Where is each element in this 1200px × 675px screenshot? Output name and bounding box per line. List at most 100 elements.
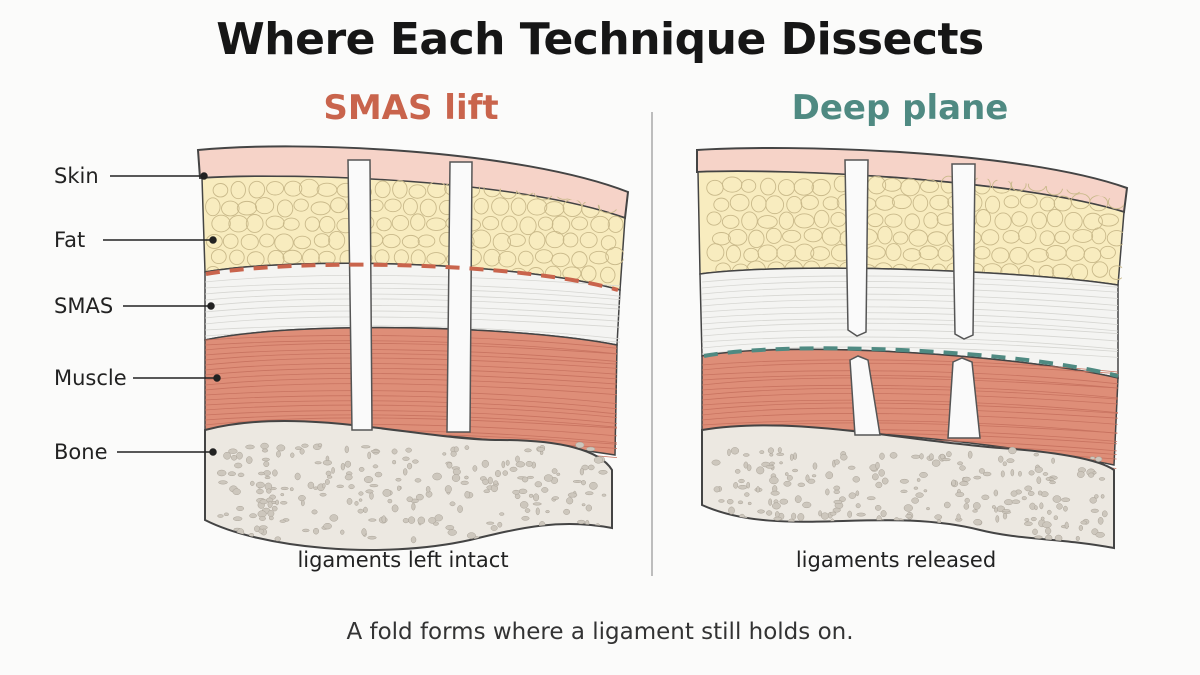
bone-pore [1027,490,1035,496]
bone-pore [280,493,285,497]
bone-pore [541,487,549,493]
bone-pore [497,521,503,528]
fat-cell [240,233,259,251]
bone-pore [532,502,542,506]
bone-pore [916,478,921,482]
bone-pore [322,483,326,489]
bone-pore [472,465,478,472]
bone-pore [922,526,928,530]
bone-pore [415,493,424,501]
bone-pore [490,525,498,531]
bone-pore [819,536,829,541]
bone-pore [289,487,294,492]
fat-cell [729,193,750,212]
bone-pore [833,499,843,505]
bone-pore [832,507,841,513]
bone-pore [915,492,924,498]
bone-pore [794,495,802,503]
bone-pore [808,522,814,528]
fat-cell [205,233,223,249]
bone-pore [919,530,928,537]
bone-pore [1087,472,1095,478]
bone-pore [299,448,305,455]
bone-pore [756,466,765,475]
bone-pore [525,530,531,538]
fat-cell [537,216,554,231]
bone-pore [772,534,778,540]
fat-cell [1091,261,1109,278]
bone-pore [586,446,596,452]
tissue-fiber [204,410,618,424]
bone-pore [829,511,837,516]
bone-pore [1018,470,1022,477]
label-bone: Bone [54,440,108,464]
bone-pore [298,495,306,502]
bone-pore [267,500,273,509]
bone-pore [516,534,526,541]
bone-pore [792,468,799,473]
tissue-fiber [204,357,618,369]
bone-pore [317,443,323,448]
bone-pore [793,452,798,460]
bone-pore [743,453,750,457]
label-fat: Fat [54,228,86,252]
tissue-fiber [701,387,1119,400]
fat-cell [408,184,427,199]
bone-pore [972,509,978,513]
bone-pore [1064,521,1069,530]
bone-pore [326,475,333,479]
bone-pore [340,462,346,471]
fat-cell [607,215,624,233]
bone-pore [325,470,332,476]
fat-cell [822,196,840,211]
bone-pore [802,501,812,509]
fat-cell [205,197,221,217]
tissue-fiber [701,336,1119,350]
bone-pore [872,473,879,481]
bone-pore [255,481,265,489]
bone-pore [391,504,399,513]
fat-cell [1046,209,1064,228]
fat-cell [765,195,785,215]
bone-pore [769,461,776,465]
tissue-fiber [204,342,618,355]
fat-cell [929,194,950,211]
bone-pore [881,477,889,485]
bone-pore [946,451,952,458]
fat-cell [248,180,266,199]
fat-cell [1098,213,1119,227]
bone-pore [1061,497,1071,503]
bone-pore [363,476,374,483]
bone-pore [790,526,795,534]
tissue-fiber [701,384,1119,399]
bone-pore [266,488,272,494]
bone-pore [1056,503,1063,510]
bone-pore [1002,512,1008,520]
fat-cell [919,179,939,193]
bone-pore [756,486,760,493]
bone-pore [1006,458,1015,463]
fat-cell [981,229,1000,246]
bone-pore [889,452,898,459]
bone-pore [367,451,372,460]
tissue-fiber [204,287,621,300]
bone-pore [957,461,964,466]
bone-pore [959,465,966,471]
bone-pore [995,515,1000,523]
bone-pore [442,452,447,456]
tissue-fiber [204,378,618,390]
bone-pore [1052,495,1062,503]
bone-pore [444,485,452,494]
tissue-fiber [701,329,1119,342]
bone-pore [581,503,586,507]
tissue-fiber [701,281,1119,293]
bone-pore [1028,470,1035,476]
bone-pore [1097,517,1104,525]
bone-pore [532,493,540,502]
fat-cell [912,194,929,212]
bone-pore [381,515,387,523]
bone-pore [759,450,765,454]
deep-plane-title: Deep plane [791,88,1009,128]
bone-pore [786,475,793,481]
bone-pore [577,519,586,525]
